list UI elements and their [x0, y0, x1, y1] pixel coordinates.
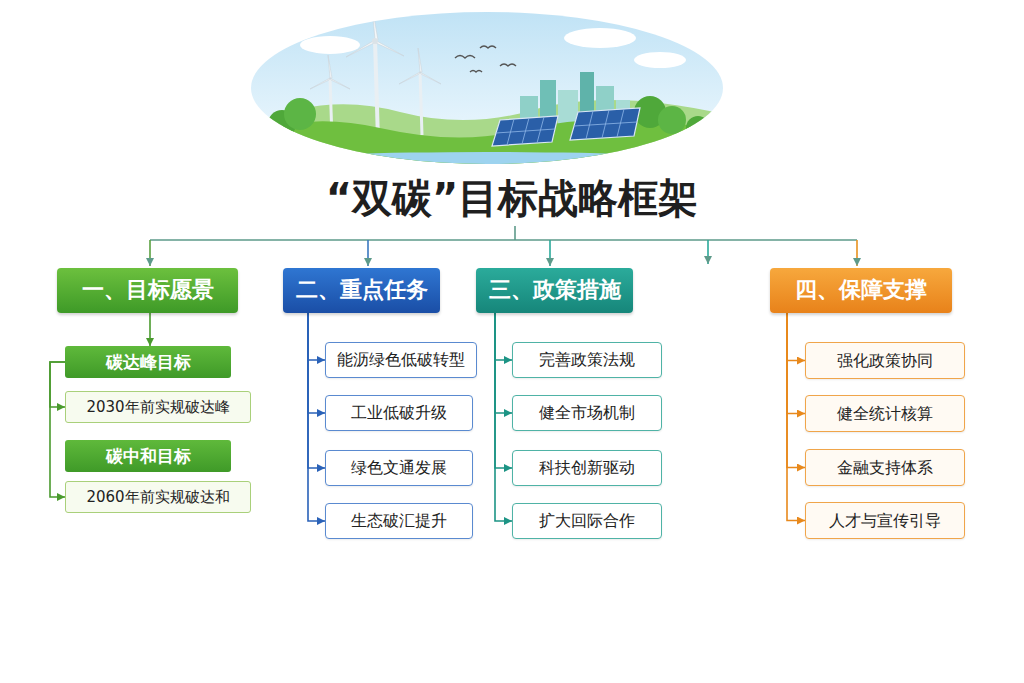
water — [287, 152, 687, 168]
support-box: 强化政策协同 — [805, 342, 965, 379]
node-label: 生态破汇提升 — [351, 511, 447, 530]
diagram-title: “双碳”目标战略框架 — [0, 174, 1024, 222]
node-label: 强化政策协同 — [837, 351, 933, 370]
turbine-hub — [372, 38, 378, 44]
connector-arrow — [495, 313, 512, 413]
goal-box: 碳中和目标 — [65, 440, 231, 472]
node-label: 2060年前实规破达和 — [86, 488, 229, 506]
policy-box: 科扶创新驱动 — [512, 450, 662, 486]
support-box: 人才与宣传引导 — [805, 502, 965, 539]
solar-panel-grid — [574, 109, 637, 139]
node-label: 科扶创新驱动 — [539, 458, 635, 477]
title-trunk-lines — [150, 226, 857, 266]
connector-arrow — [149, 313, 151, 346]
node-label: 2030年前实规破达峰 — [86, 398, 229, 416]
connector-arrow — [50, 362, 65, 407]
turbine-blades — [310, 55, 350, 89]
policy-box: 健全市场机制 — [512, 395, 662, 431]
connector-arrow — [495, 313, 512, 468]
column-header: 三、政策措施 — [476, 268, 633, 313]
node-label: 能沥绿色低破转型 — [337, 350, 465, 369]
trunk-line — [514, 226, 516, 240]
branch-arrow — [856, 240, 858, 266]
connector-arrow — [308, 313, 325, 413]
node-label: 人才与宣传引导 — [829, 511, 941, 530]
trunk-line — [150, 239, 857, 241]
landscape-illustration — [240, 6, 740, 170]
solar-panel-grid — [496, 117, 555, 145]
node-label: 完善政策法规 — [539, 350, 635, 369]
column-header: 四、保障支撑 — [770, 268, 952, 313]
connector-arrow — [495, 313, 512, 360]
connector-arrow — [50, 362, 65, 497]
cloud — [300, 36, 360, 54]
node-label: 碳中和目标 — [106, 446, 191, 466]
node-label: 四、保障支撑 — [795, 277, 927, 303]
node-label: 绿色文通发展 — [351, 458, 447, 477]
turbine-tower — [420, 72, 422, 135]
connector-arrow — [308, 313, 325, 521]
turbine-tower — [375, 40, 378, 140]
tree — [284, 98, 316, 130]
connector-arrow — [787, 313, 805, 468]
node-label: 扩大回际合作 — [539, 511, 635, 530]
branch-arrow — [707, 240, 709, 264]
cloud — [564, 28, 636, 48]
wind-turbine — [346, 6, 404, 140]
branch-arrow — [549, 240, 551, 266]
support-box: 健全统计核算 — [805, 395, 965, 432]
connector-arrow — [787, 313, 805, 361]
policy-box: 扩大回际合作 — [512, 503, 662, 539]
node-label: 碳达峰目标 — [106, 352, 191, 372]
connector-arrow — [787, 313, 805, 414]
tree — [658, 106, 686, 134]
birds — [455, 46, 516, 72]
column-header: 一、目标愿景 — [57, 268, 238, 313]
solar-panel — [492, 116, 558, 146]
node-label: 三、政策措施 — [489, 277, 621, 303]
wind-turbine — [399, 48, 441, 135]
node-label: 二、重点任务 — [296, 277, 428, 303]
cloud — [634, 52, 686, 68]
goal-box: 碳达峰目标 — [65, 346, 231, 378]
task-box: 绿色文通发展 — [325, 450, 473, 486]
task-box: 工业低破升级 — [325, 395, 473, 431]
goal-detail-box: 2030年前实规破达峰 — [65, 391, 251, 423]
solar-panel — [570, 108, 640, 140]
node-label: 金融支持体系 — [837, 458, 933, 477]
support-box: 金融支持体系 — [805, 449, 965, 486]
node-label: 健全市场机制 — [539, 403, 635, 422]
branch-arrow — [149, 240, 151, 266]
connector-arrow — [787, 313, 805, 521]
turbine-blades — [399, 48, 441, 84]
node-label: 一、目标愿景 — [82, 277, 214, 303]
connector-arrow — [495, 313, 512, 521]
connector-arrow — [308, 313, 325, 360]
task-box: 能沥绿色低破转型 — [325, 342, 477, 378]
connector-arrow — [308, 313, 325, 468]
tree — [686, 116, 710, 140]
column-header: 二、重点任务 — [283, 268, 440, 313]
task-box: 生态破汇提升 — [325, 503, 473, 539]
policy-box: 完善政策法规 — [512, 342, 662, 378]
branch-arrow — [367, 240, 369, 266]
node-label: 健全统计核算 — [837, 404, 933, 423]
node-label: 工业低破升级 — [351, 403, 447, 422]
goal-detail-box: 2060年前实规破达和 — [65, 481, 251, 513]
turbine-blades — [346, 6, 404, 57]
